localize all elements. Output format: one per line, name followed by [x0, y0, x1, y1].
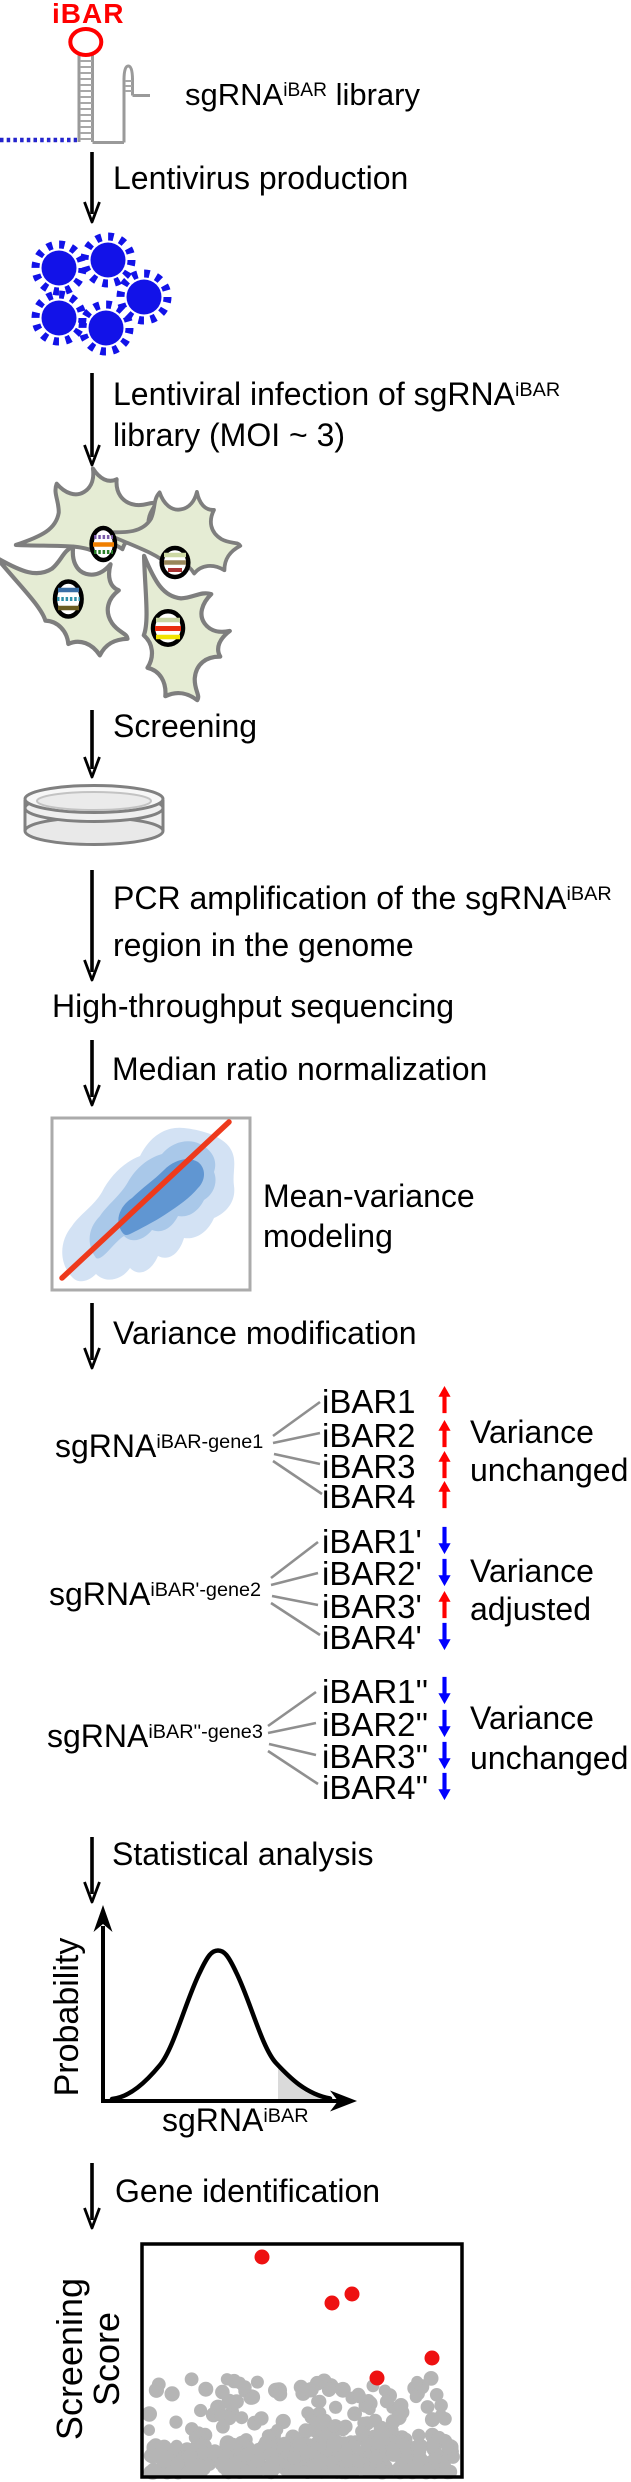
step-variance-modification: Variance modification	[113, 1315, 417, 1351]
bell-x-axis-label: sgRNAiBAR	[162, 2102, 309, 2138]
ibar-row: iBAR2	[322, 1417, 451, 1454]
flow-arrows	[83, 152, 101, 2230]
bell-curve	[109, 1948, 333, 2102]
arrow-infection-icon	[83, 373, 101, 467]
ibar-row: iBAR1	[322, 1383, 451, 1420]
arrow-median-icon	[83, 1040, 101, 1107]
petri-dish-icon	[23, 784, 165, 846]
red-outlier-dots	[254, 2249, 440, 2386]
step-pcr-amplification: PCR amplification of the sgRNAiBAR regio…	[113, 880, 612, 963]
ibar-row: iBAR3'	[322, 1588, 451, 1625]
plasmid-icon	[150, 609, 186, 647]
sgrna-gene1-label: sgRNAiBAR-gene1	[55, 1428, 264, 1464]
variance-arrow-icon	[438, 1741, 451, 1770]
virus-icon	[31, 290, 87, 346]
library-label: sgRNAiBAR library	[185, 77, 420, 112]
variance-arrow-icon	[438, 1450, 451, 1479]
variance-arrow-icon	[438, 1385, 451, 1414]
y-axis-arrowhead-icon	[93, 1905, 113, 1932]
step-screening: Screening	[113, 708, 258, 744]
step-statistical-analysis: Statistical analysis	[112, 1836, 374, 1872]
arrow-lentivirus-icon	[83, 152, 101, 224]
x-axis-arrowhead-icon	[330, 2090, 357, 2112]
virus-icon	[78, 300, 134, 356]
bell-curve-plot	[93, 1905, 357, 2112]
sgrna-hairpin-icon	[0, 27, 150, 144]
plasmid-icon	[89, 525, 118, 563]
fan-lines	[267, 1400, 323, 1786]
mean-variance-plot	[50, 1116, 252, 1292]
probability-axis-label: Probability	[47, 1937, 86, 2097]
arrow-pcr-icon	[83, 870, 101, 982]
ibar-row: iBAR3''	[322, 1738, 451, 1775]
variance-arrow-icon	[438, 1709, 451, 1738]
variance-arrow-icon	[438, 1558, 451, 1587]
fit-line	[59, 1119, 232, 1281]
arrow-variance-icon	[83, 1303, 101, 1370]
virus-icon	[31, 240, 87, 296]
ibar-row: iBAR1'	[322, 1523, 451, 1560]
variance-arrow-icon	[438, 1419, 451, 1448]
sgrna-gene3-label: sgRNAiBAR''-gene3	[47, 1718, 263, 1754]
variance-arrow-icon	[438, 1526, 451, 1555]
lentivirus-cluster-icon	[31, 232, 172, 356]
ibar-row: iBAR1''	[322, 1673, 451, 1710]
sgrna-gene2-label: sgRNAiBAR'-gene2	[49, 1576, 262, 1612]
mean-variance-modeling-label: Mean-variance modeling	[263, 1178, 475, 1254]
variance-arrow-icon	[438, 1622, 451, 1651]
ibar-row: iBAR3	[322, 1448, 451, 1485]
ibar-row: iBAR4'	[322, 1619, 451, 1656]
scatter-plot	[140, 2242, 464, 2480]
arrow-geneid-icon	[83, 2163, 101, 2230]
step-high-throughput-sequencing: High-throughput sequencing	[52, 988, 455, 1024]
ibar-loop-icon	[68, 27, 104, 57]
variance-arrow-icon	[438, 1676, 451, 1705]
step-lentiviral-infection: Lentiviral infection of sgRNAiBAR librar…	[113, 376, 561, 453]
ibar-label: iBAR	[52, 0, 125, 29]
ibar-row: iBAR2''	[322, 1706, 451, 1743]
ibar-row: iBAR4	[322, 1478, 451, 1515]
ibar-row: iBAR2'	[322, 1555, 451, 1592]
cell-cluster-icon	[0, 458, 253, 708]
variance-arrow-icon	[438, 1590, 451, 1619]
arrow-screening-icon	[83, 710, 101, 779]
step-median-ratio-normalization: Median ratio normalization	[112, 1051, 488, 1087]
variance-arrow-icon	[438, 1772, 451, 1801]
variance-arrow-icon	[438, 1480, 451, 1509]
plasmid-icon	[159, 545, 191, 580]
scatter-frame	[140, 2242, 464, 2479]
significance-tail	[278, 2064, 328, 2100]
ibar-row: iBAR4''	[322, 1769, 451, 1806]
gray-dots	[141, 2371, 460, 2480]
virus-icon	[80, 232, 136, 288]
virus-icon	[116, 269, 172, 325]
step-lentivirus-production: Lentivirus production	[113, 160, 409, 196]
plasmid-icon	[52, 579, 84, 619]
step-gene-identification: Gene identification	[115, 2173, 381, 2209]
arrow-statistical-icon	[83, 1837, 101, 1904]
